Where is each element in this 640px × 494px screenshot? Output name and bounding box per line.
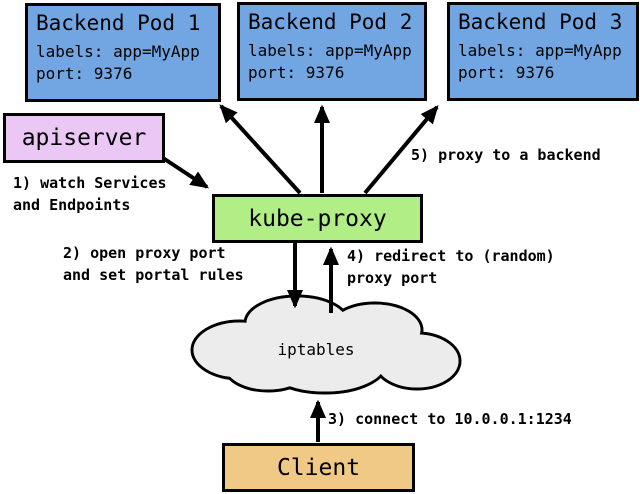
client-label: Client: [276, 454, 361, 481]
backend-pod-3-title: Backend Pod 3: [458, 10, 623, 34]
backend-pod-1-port: port: 9376: [36, 64, 133, 83]
arrow-kube-proxy-to-pod1: [219, 104, 302, 195]
backend-pod-2: Backend Pod 2 labels: app=MyApp port: 93…: [237, 2, 427, 101]
step5-annotation: 5) proxy to a backend: [411, 146, 601, 164]
arrow-apiserver-to-kube-proxy: [161, 156, 210, 189]
iptables-cloud: [190, 294, 462, 395]
backend-pod-1-labels: labels: app=MyApp: [36, 42, 200, 61]
kube-proxy-label: kube-proxy: [248, 205, 387, 232]
cloud-lobe-fill: [225, 342, 311, 390]
backend-pod-2-title: Backend Pod 2: [248, 10, 413, 34]
backend-pod-2-port: port: 9376: [248, 63, 345, 82]
client-node: Client: [222, 443, 415, 492]
apiserver-node: apiserver: [3, 113, 165, 163]
backend-pod-2-labels: labels: app=MyApp: [248, 41, 412, 60]
step1-annotation: 1) watch Services and Endpoints: [13, 174, 167, 214]
backend-pod-3: Backend Pod 3 labels: app=MyApp port: 93…: [447, 2, 639, 101]
apiserver-label: apiserver: [21, 125, 147, 151]
backend-pod-3-port: port: 9376: [458, 63, 555, 82]
arrow-kube-proxy-to-pod3: [363, 105, 439, 195]
step4-annotation: 4) redirect to (random) proxy port: [347, 247, 555, 287]
backend-pod-1: Backend Pod 1 labels: app=MyApp port: 93…: [25, 3, 221, 102]
kube-proxy-node: kube-proxy: [212, 194, 423, 243]
cloud-lobe-fill: [375, 334, 459, 388]
step3-annotation: 3) connect to 10.0.0.1:1234: [328, 410, 572, 428]
backend-pod-1-title: Backend Pod 1: [36, 11, 201, 35]
step2-annotation: 2) open proxy port and set portal rules: [63, 244, 244, 284]
backend-pod-3-labels: labels: app=MyApp: [458, 41, 622, 60]
iptables-label: iptables: [277, 340, 355, 359]
